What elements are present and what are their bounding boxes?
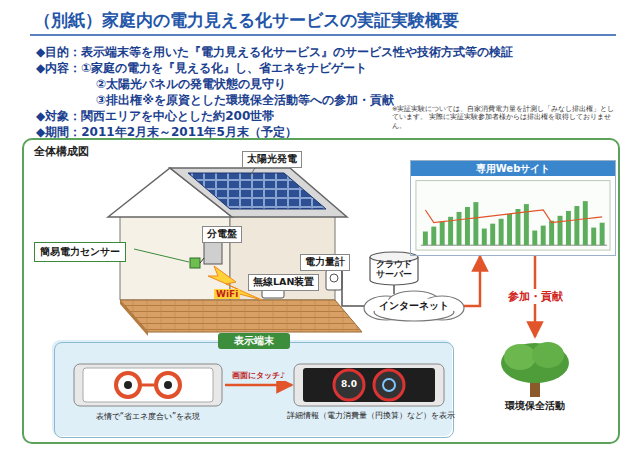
label-text: 太陽光発電 <box>247 153 297 166</box>
label-text: 無線LAN装置 <box>253 276 314 289</box>
target-line: ◆対象：関西エリアを中心とした約200世帯 <box>36 108 274 125</box>
footnote: ※実証実験については、自家消費電力量を計測し「みなし排出権」としています。 実際… <box>392 105 617 130</box>
wifi-label: WiFi <box>214 289 240 299</box>
solar-label: 太陽光発電 <box>242 151 302 168</box>
content-item: ②太陽光パネルの発電状態の見守り <box>96 76 286 93</box>
content-item: ③排出権※を原資とした環境保全活動等への参加・貢献 <box>96 92 394 109</box>
connector <box>393 285 395 294</box>
lan-label: 無線LAN装置 <box>248 274 319 291</box>
tree-caption: 環境保全活動 <box>480 399 590 413</box>
connector <box>225 384 292 387</box>
detail-screen: 8.0 詳細情報（電力消費量（円換算）など）を表示 <box>287 363 451 425</box>
frame-title: 全体構成図 <box>34 144 89 159</box>
label-text: 電力量計 <box>305 256 345 269</box>
purpose-line: ◆目的：表示端末等を用いた『電力見える化サービス』のサービス性や技術方式等の検証 <box>36 44 513 61</box>
label-text: 分電盤 <box>207 228 237 241</box>
website-title: 専用Webサイト <box>411 161 615 176</box>
screen-caption: 表情で“省エネ度合い”を表現 <box>67 411 229 422</box>
face-screen: 表情で“省エネ度合い”を表現 <box>73 363 223 425</box>
connector <box>342 271 368 306</box>
internet-text: インターネット <box>362 290 466 322</box>
meter-label: 電力量計 <box>300 254 350 271</box>
edge-label: 参加・貢献 <box>506 289 565 304</box>
display-panel: 表示端末表情で“省エネ度合い”を表現8.0詳細情報（電力消費量（円換算）など）を… <box>54 342 454 438</box>
connector <box>462 256 480 306</box>
edge-label: 画面にタッチ♪ <box>230 370 287 381</box>
content-line: ◆内容：①家庭の電力を『見える化』し、省エネをナビゲート <box>36 60 367 77</box>
server-text: クラウドサーバー <box>375 260 413 280</box>
screen-caption: 詳細情報（電力消費量（円換算）など）を表示 <box>287 411 451 421</box>
internet-cloud: インターネット <box>362 290 466 322</box>
page-title: （別紙）家庭内の電力見える化サービスの実証実験概要 <box>34 9 459 32</box>
sensor-label: 簡易電力センサー <box>34 242 126 262</box>
tree-node: 環境保全活動 <box>490 337 580 415</box>
website-panel: 専用Webサイト <box>410 160 616 256</box>
board-label: 分電盤 <box>202 226 242 243</box>
gauge-value: 8.0 <box>333 379 365 389</box>
panel-tab: 表示端末 <box>218 333 290 349</box>
label-text: 簡易電力センサー <box>40 245 120 259</box>
